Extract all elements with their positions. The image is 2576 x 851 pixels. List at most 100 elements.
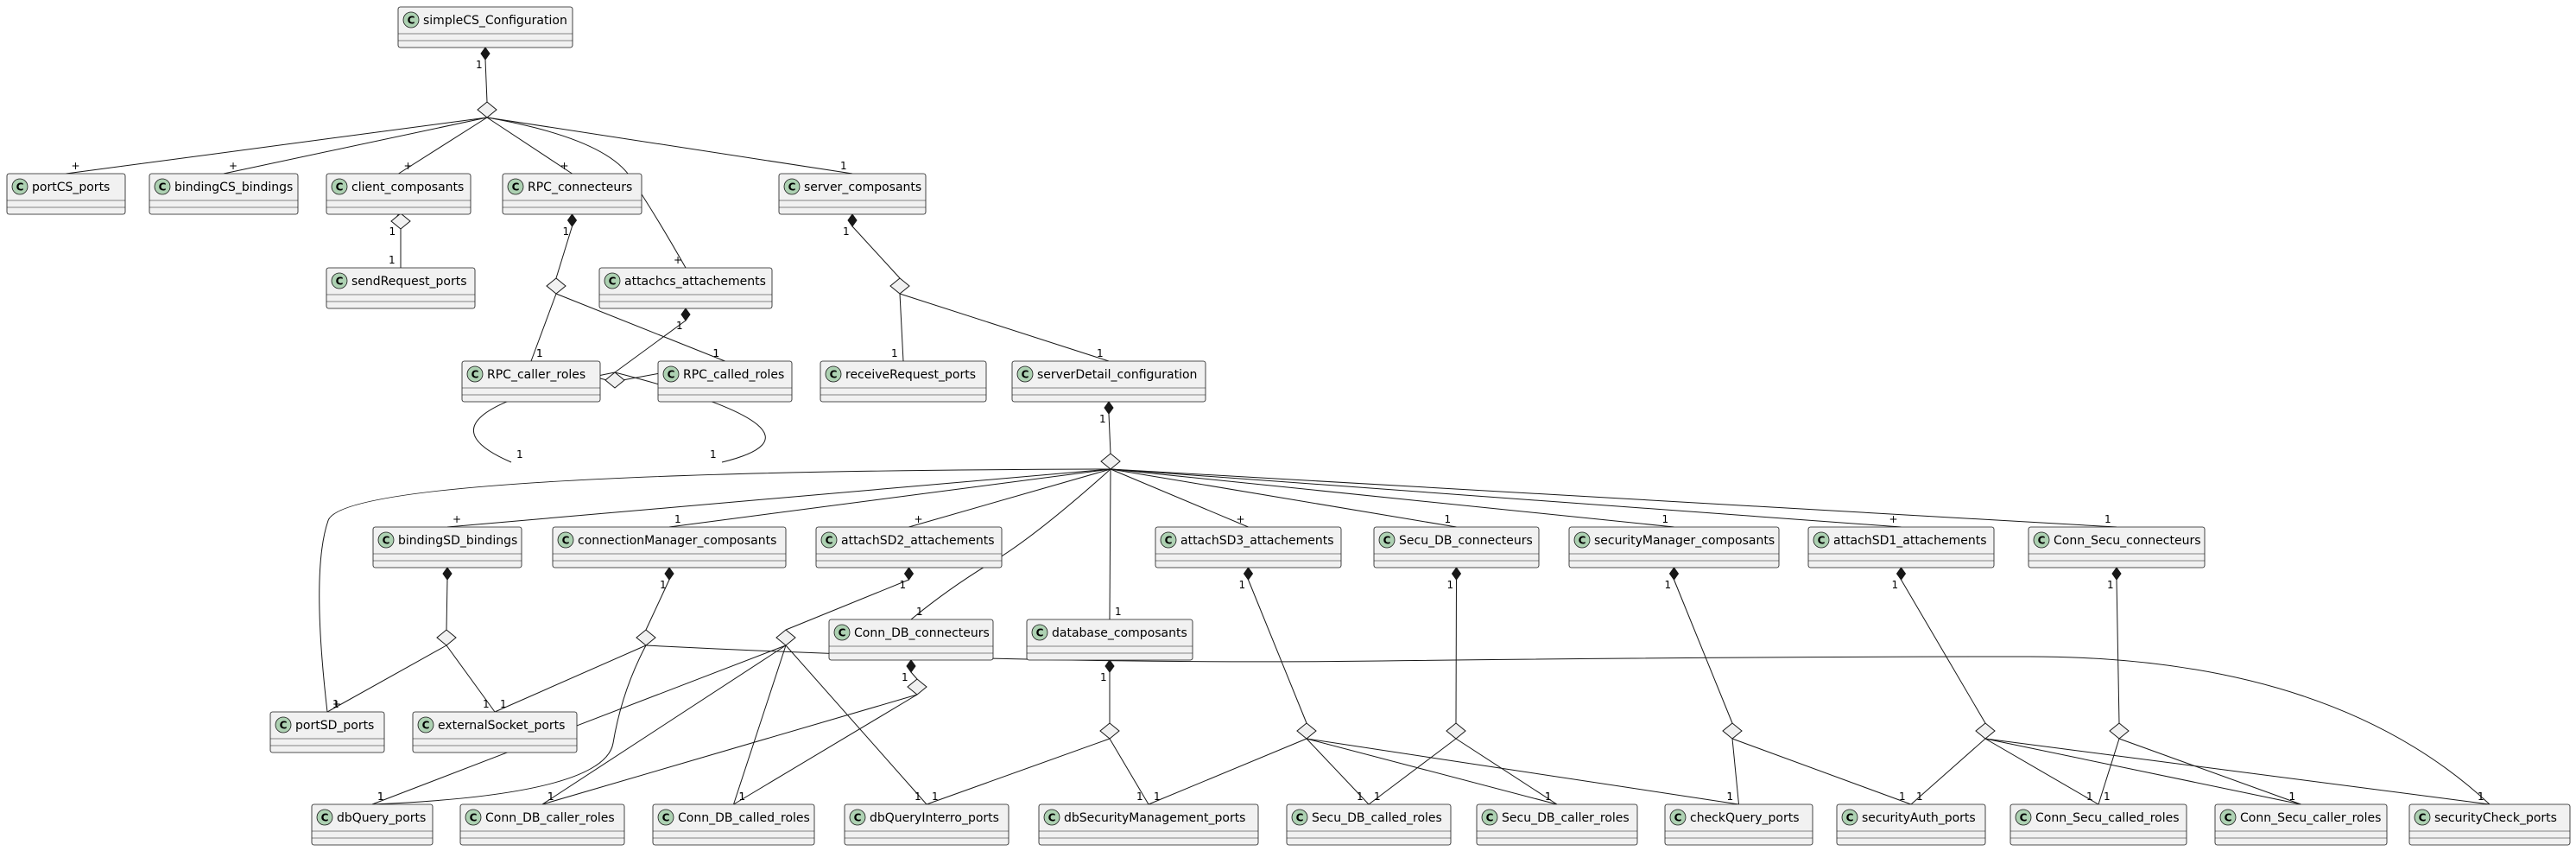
- member-multiplicity: 1: [710, 448, 717, 460]
- parent-multiplicity: 1: [902, 671, 908, 683]
- composition-diamond-icon: [1896, 567, 1907, 581]
- class-box: [6, 173, 126, 215]
- class-stereotype-icon: [402, 11, 420, 29]
- class-stereotype-icon: [657, 809, 674, 826]
- composition-link: [2116, 579, 2120, 724]
- association-link: [66, 117, 488, 175]
- member-multiplicity: 1: [1727, 791, 1734, 803]
- class-stereotype-icon: [604, 272, 621, 289]
- class-name: Conn_Secu_caller_roles: [2240, 811, 2381, 825]
- class-c-icon: C: [470, 812, 478, 824]
- class-stereotype-icon: [1573, 531, 1591, 549]
- composition-Conn_DB_connecteurs: [541, 659, 927, 805]
- class-name: Secu_DB_called_roles: [1312, 811, 1442, 825]
- association-hub-diamond-icon: [1099, 722, 1120, 740]
- class-name: externalSocket_ports: [438, 719, 565, 733]
- class-name: serverDetail_configuration: [1037, 368, 1197, 382]
- association-hub-diamond-icon: [1296, 722, 1317, 740]
- member-multiplicity: 1: [2478, 791, 2484, 803]
- parent-multiplicity: 1: [563, 225, 570, 238]
- association-link: [446, 645, 496, 713]
- class-name: database_composants: [1052, 626, 1187, 640]
- association-link: [1110, 468, 1457, 528]
- composition-attachSD1_attachements: [1896, 567, 2491, 805]
- composition-Secu_DB_connecteurs: [1368, 567, 1558, 805]
- composition-database_composants: [926, 659, 1149, 805]
- class-name: RPC_called_roles: [683, 368, 784, 382]
- class-box: [397, 6, 573, 48]
- member-multiplicity: +: [404, 160, 413, 172]
- member-multiplicity: 1: [500, 698, 507, 710]
- class-stereotype-icon: [825, 365, 842, 383]
- member-multiplicity: 1: [2104, 513, 2111, 525]
- class-stereotype-icon: [1016, 365, 1034, 383]
- composition-diamond-icon: [566, 213, 578, 227]
- class-stereotype-icon: [331, 178, 348, 195]
- composition-link: [614, 320, 687, 373]
- association-link: [541, 645, 787, 805]
- parent-multiplicity: 1: [389, 225, 396, 238]
- member-multiplicity: 1: [1899, 791, 1906, 803]
- composition-bindingSD_bindings: [326, 567, 496, 713]
- class-c-icon: C: [16, 181, 24, 194]
- class-stereotype-icon: [1378, 531, 1396, 549]
- class-c-icon: C: [830, 369, 838, 381]
- member-multiplicity: 1: [891, 347, 898, 359]
- class-c-icon: C: [1846, 812, 1854, 824]
- member-multiplicity: 1: [1154, 791, 1161, 803]
- class-name: securityCheck_ports: [2434, 811, 2557, 825]
- composition-link: [484, 59, 488, 103]
- class-c-icon: C: [826, 535, 833, 547]
- association-link: [733, 694, 918, 805]
- association-link: [319, 468, 1111, 713]
- association-link: [1984, 738, 2301, 805]
- association-link: [530, 293, 557, 362]
- member-multiplicity: 1: [739, 791, 746, 803]
- association-link: [908, 468, 1111, 528]
- association-link: [555, 293, 725, 362]
- member-multiplicity: +: [72, 160, 80, 172]
- association-hub-diamond-icon: [1722, 722, 1743, 740]
- class-c-icon: C: [1048, 812, 1056, 824]
- composition-diamond-icon: [480, 47, 491, 60]
- class-name: dbQuery_ports: [337, 811, 426, 825]
- association-link: [326, 645, 447, 713]
- composition-link: [851, 225, 901, 279]
- member-multiplicity: 1: [916, 606, 923, 618]
- class-stereotype-icon: [849, 809, 866, 826]
- class-name: dbSecurityManagement_ports: [1064, 811, 1245, 825]
- class-stereotype-icon: [2033, 531, 2050, 549]
- composition-link: [1248, 579, 1307, 724]
- class-box: [815, 526, 1003, 568]
- composition-securityManager_composants: [1668, 567, 1912, 805]
- class-name: checkQuery_ports: [1690, 811, 1800, 825]
- class-name: portCS_ports: [32, 181, 110, 194]
- association-hub-diamond-icon: [604, 372, 625, 389]
- class-c-icon: C: [336, 181, 344, 194]
- class-name: attachSD3_attachements: [1180, 534, 1334, 548]
- class-stereotype-icon: [1043, 809, 1060, 826]
- class-stereotype-icon: [316, 809, 333, 826]
- class-name: RPC_caller_roles: [487, 368, 585, 382]
- class-box: [1026, 619, 1193, 661]
- association-link: [1306, 738, 1739, 805]
- class-name: portSD_ports: [295, 719, 374, 733]
- composition-serverDetail_configuration: [319, 401, 2117, 713]
- class-c-icon: C: [1818, 535, 1826, 547]
- member-multiplicity: +: [674, 254, 682, 266]
- parent-multiplicity: 1: [1665, 579, 1672, 591]
- member-multiplicity: 1: [2086, 791, 2093, 803]
